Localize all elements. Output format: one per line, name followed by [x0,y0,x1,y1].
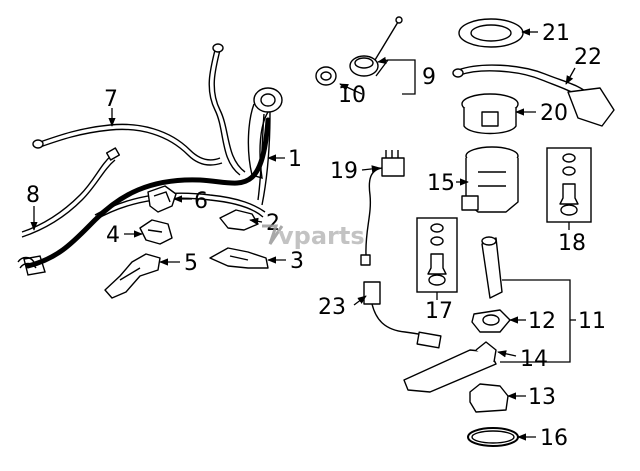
bracket-13 [469,383,509,413]
callout-18: 18 [558,231,586,256]
watermark-text: vparts [278,222,365,250]
callout-17: 17 [425,299,453,324]
watermark-logo-icon [262,224,284,245]
leader-lines [30,28,576,441]
callout-12: 12 [528,309,556,334]
retainer-12 [471,309,511,333]
callout-9: 9 [422,65,436,90]
o-ring-16 [467,427,519,447]
connector-23 [363,281,381,305]
wire-harness-19 [360,150,405,266]
seal-ring-10 [315,66,337,86]
callout-7: 7 [104,87,118,112]
pump-module-15 [461,146,519,213]
callout-13: 13 [528,385,556,410]
fuel-pump-11 [481,236,503,299]
bracket-6 [147,185,177,213]
callout-14: 14 [520,347,548,372]
callout-15: 15 [427,171,455,196]
filler-hose-end [23,255,46,276]
filler-pipe-assembly [17,43,283,276]
callout-22: 22 [574,45,602,70]
callout-1: 1 [288,147,302,172]
callout-8: 8 [26,183,40,208]
filler-neck-head [253,87,283,113]
pump-flange-20 [461,93,519,135]
connector-19 [381,157,405,177]
seal-kit-18 [546,147,592,223]
callout-16: 16 [540,426,568,451]
seal-kit-17 [416,217,458,293]
bracket-3 [209,247,269,269]
watermark: vparts [262,222,365,250]
callout-2: 2 [266,211,280,236]
callout-3: 3 [290,249,304,274]
wire-harness-23 [363,281,442,349]
callout-labels: 1 2 3 4 5 6 7 8 9 10 11 12 13 14 15 16 1… [26,21,606,451]
callout-21: 21 [542,21,570,46]
fuel-cap [349,55,379,77]
callout-11: 11 [578,309,606,334]
filler-hose [25,117,271,269]
callout-10: 10 [338,83,366,108]
vent-line-7 [39,123,221,161]
fuel-level-sensor-22 [452,64,615,127]
callout-19: 19 [330,159,358,184]
callout-23: 23 [318,295,346,320]
callout-4: 4 [106,223,120,248]
fuel-cap-assembly [315,16,403,86]
callout-5: 5 [184,251,198,276]
bracket-4 [139,219,173,245]
callout-20: 20 [540,101,568,126]
callout-6: 6 [194,189,208,214]
lock-ring-21 [458,18,524,48]
filter-14 [403,341,497,393]
bracket-5 [104,253,161,299]
